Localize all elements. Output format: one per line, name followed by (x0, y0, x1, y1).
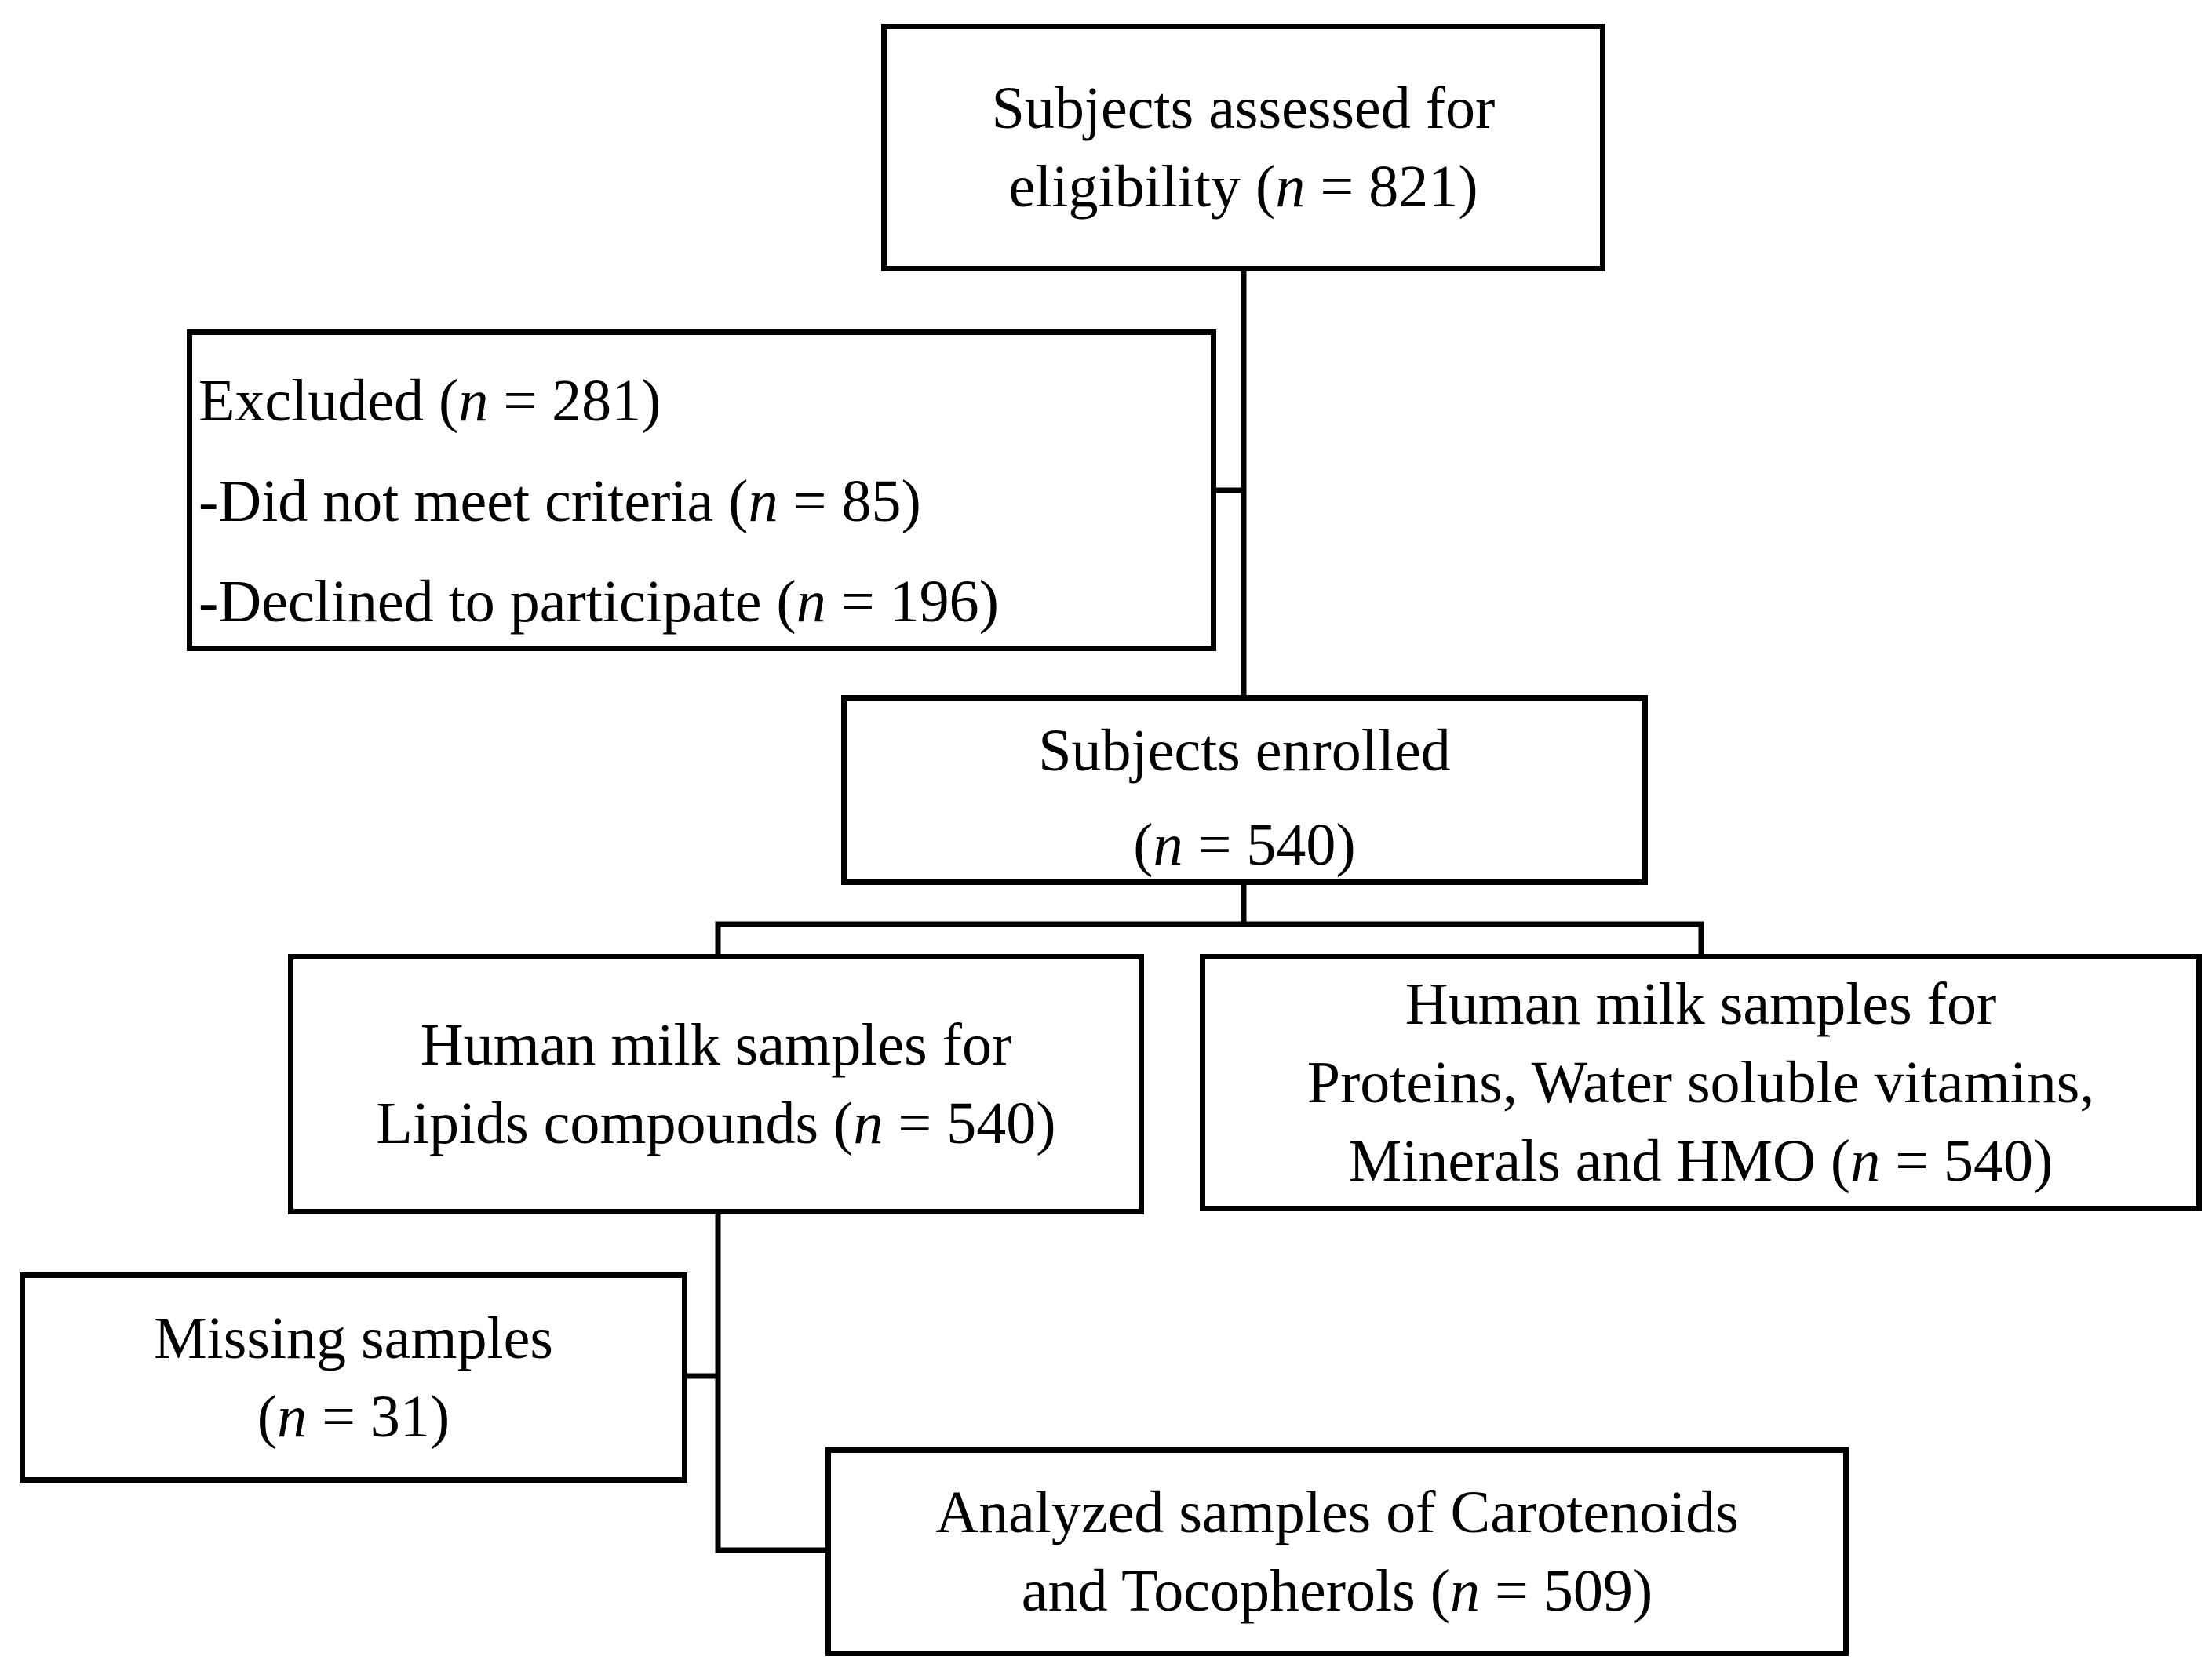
enrolled-line-1: Subjects enrolled (1038, 718, 1451, 784)
excluded-line-1: Excluded (n = 281) (199, 368, 661, 434)
proteins-line-1: Human milk samples for (1405, 971, 1997, 1037)
missing-line-2: (n = 31) (257, 1384, 450, 1450)
lipids-box: Human milk samples for Lipids compounds … (288, 954, 1144, 1214)
excluded-line-2: -Did not meet criteria (n = 85) (199, 468, 921, 534)
enrolled-line-2: (n = 540) (1133, 812, 1356, 878)
excluded-line-3: -Declined to participate (n = 196) (199, 569, 999, 635)
lipids-line-2: Lipids compounds (n = 540) (376, 1090, 1056, 1156)
analyzed-line-2: and Tocopherols (n = 509) (1021, 1558, 1653, 1624)
proteins-line-3: Minerals and HMO (n = 540) (1348, 1128, 2053, 1194)
excluded-box: Excluded (n = 281) -Did not meet criteri… (187, 329, 1216, 651)
missing-box: Missing samples (n = 31) (20, 1272, 687, 1483)
analyzed-line-1: Analyzed samples of Carotenoids (935, 1480, 1739, 1545)
missing-line-1: Missing samples (154, 1305, 553, 1371)
assessed-line-2: eligibility (n = 821) (1008, 154, 1478, 220)
enrolled-box: Subjects enrolled (n = 540) (841, 695, 1648, 885)
assessed-line-1: Subjects assessed for (991, 75, 1496, 141)
proteins-box: Human milk samples for Proteins, Water s… (1200, 954, 2202, 1211)
lipids-line-1: Human milk samples for (420, 1012, 1012, 1078)
proteins-line-2: Proteins, Water soluble vitamins, (1306, 1050, 2095, 1116)
analyzed-box: Analyzed samples of Carotenoids and Toco… (825, 1447, 1849, 1656)
assessed-box: Subjects assessed for eligibility (n = 8… (881, 24, 1605, 271)
